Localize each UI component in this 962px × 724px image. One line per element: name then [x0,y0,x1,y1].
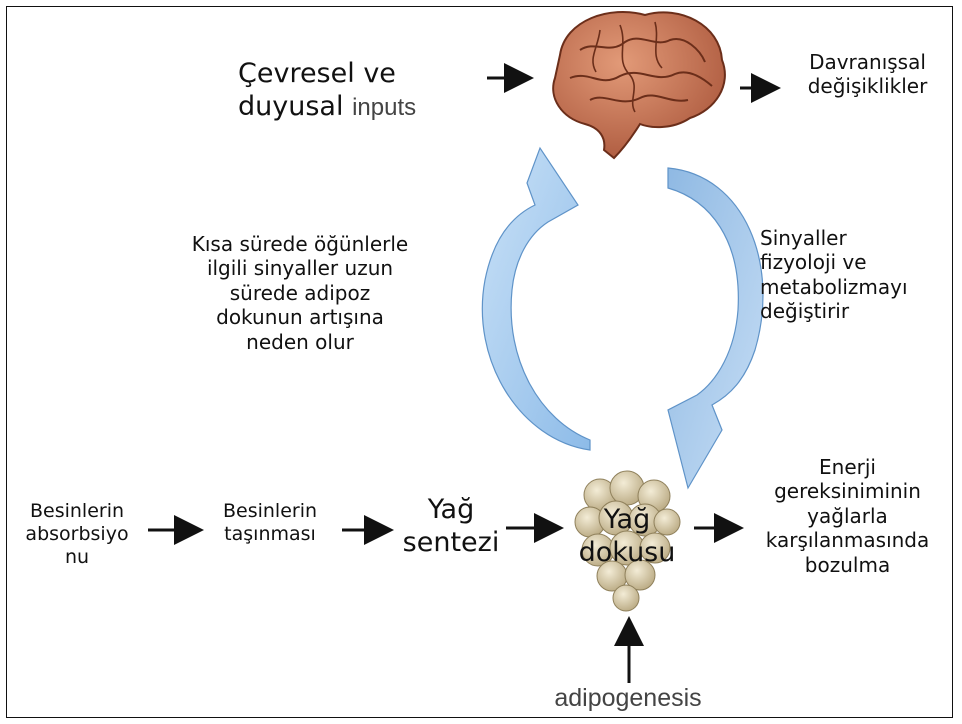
energy-impairment-label: Enerji gereksiniminin yağlarla karşılanm… [745,455,950,577]
right-cycle-arrow [668,168,763,488]
right-loop-label: Sinyaller fizyoloji ve metabolizmayı değ… [760,226,950,324]
left-cycle-arrow [482,148,590,450]
brain-icon [553,12,725,158]
transport-label: Besinlerin taşınması [200,500,340,546]
behavior-change-label: Davranışsal değişiklikler [780,50,955,99]
adipogenesis-label: adipogenesis [528,683,728,714]
fat-tissue-label: Yağ dokusu [567,504,687,570]
left-loop-label: Kısa sürede öğünlerle ilgili sinyaller u… [150,232,450,354]
fat-synthesis-label: Yağ sentezi [392,494,510,560]
absorption-label: Besinlerin absorbsiyo nu [2,500,152,570]
